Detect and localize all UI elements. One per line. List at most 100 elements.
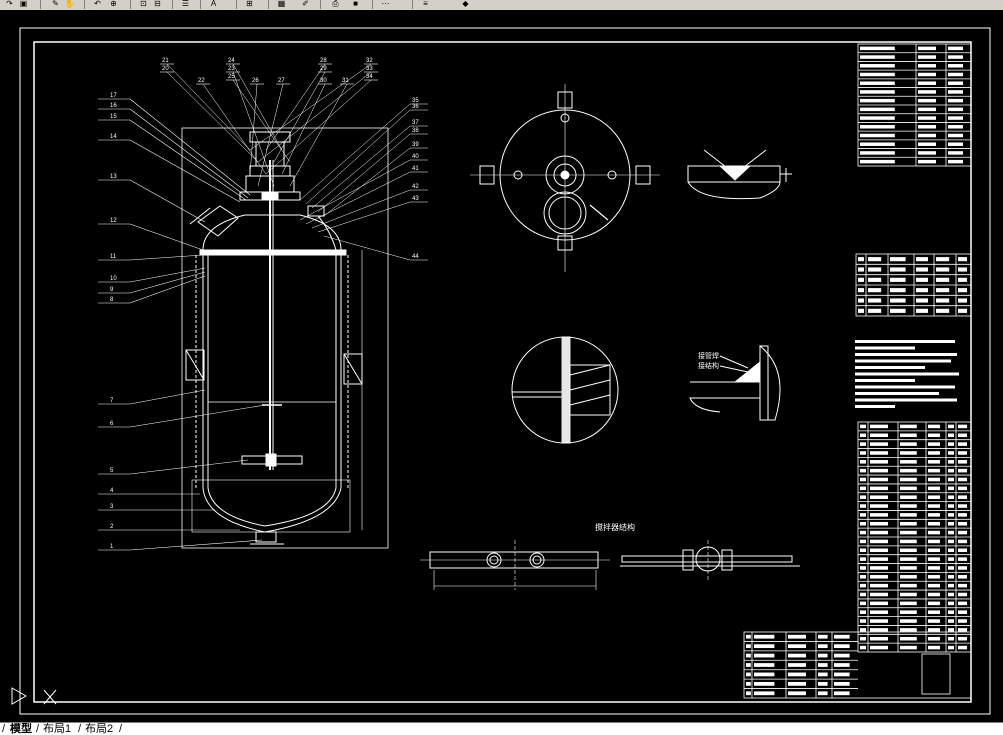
weld-detail-view [687,149,792,200]
toolbar-separator [268,0,269,9]
lineweight-icon[interactable]: ≡ [423,0,428,8]
text-style-icon[interactable]: A [210,0,217,8]
layout-tabs: / 模型 / 布局1 / 布局2 / [0,722,1003,735]
requirement-line [855,405,895,408]
nozzle-weld-detail-view [689,344,781,421]
parts-list-table [857,421,972,653]
leader-label-left: 6 [110,421,114,427]
leader-label-top: 26 [252,78,259,84]
table-icon[interactable]: ▦ [277,0,286,8]
multileader-icon[interactable]: ✐ [302,0,309,8]
style-icon[interactable]: ◆ [462,0,469,8]
requirement-line [855,340,955,343]
leader-label-left: 9 [110,287,114,293]
vessel-elevation-view [181,127,389,549]
tab-separator: / [78,723,82,735]
zoom-window-icon[interactable]: ⊡ [140,0,147,8]
ucs-icon [11,687,57,705]
top-leader-labels: 21 20 22 23 24 25 26 27 28 29 30 31 32 33 34 [160,58,378,187]
pan-icon[interactable]: ✋ [64,0,75,8]
toolbar-separator [172,0,173,9]
drawing-frame [33,41,972,703]
undo-icon[interactable]: ↶ [94,0,101,8]
match-icon[interactable]: ✎ [52,0,59,8]
leader-label-left: 17 [110,93,117,99]
leader-label-right: 44 [412,254,419,260]
title-block [743,631,972,699]
toolbar-separator [40,0,41,9]
requirement-line [855,398,957,402]
toolbar-separator [130,0,131,9]
dimension-style-icon[interactable]: ⊞ [246,0,253,8]
requirement-line [855,366,925,369]
tab-model[interactable]: 模型 [10,723,32,735]
leader-label-right: 39 [412,142,419,148]
leader-label-left: 16 [110,103,117,109]
leader-label-top: 34 [366,74,373,80]
color-icon[interactable]: ■ [353,0,358,8]
leader-label-top: 25 [228,74,235,80]
leader-label-right: 41 [412,166,419,172]
agitator-plan-view [420,540,610,590]
agitator-side-view [620,540,800,580]
toolbar-separator [200,0,201,9]
requirement-line [855,372,959,376]
leader-label-right: 37 [412,120,419,126]
leader-label-top: 20 [162,66,169,72]
leader-label-left: 12 [110,218,117,224]
weld-note-1: 接管焊 [698,351,719,360]
leader-label-right: 36 [412,104,419,110]
leader-label-left: 5 [110,468,114,474]
leader-label-top: 23 [228,66,235,72]
linetype-icon[interactable]: ⋯ [381,0,390,8]
leader-label-left: 11 [110,254,117,260]
requirement-line [855,392,939,395]
leader-label-left: 1 [110,544,114,550]
tab-layout2[interactable]: 布局2 [85,723,114,735]
leader-label-top: 27 [278,78,285,84]
leader-label-left: 4 [110,488,114,494]
leader-label-left: 8 [110,297,114,303]
tab-separator: / [2,723,6,735]
leader-label-right: 38 [412,128,419,134]
requirement-line [855,353,957,356]
requirement-line [855,379,915,382]
leader-label-left: 7 [110,398,114,404]
leader-label-top: 22 [198,78,205,84]
properties-icon[interactable]: ▣ [19,0,28,8]
leader-label-top: 31 [342,78,349,84]
leader-label-top: 21 [162,58,169,64]
zoom-realtime-icon[interactable]: ⊕ [110,0,117,8]
leader-label-top: 30 [320,78,327,84]
zoom-previous-icon[interactable]: ⊟ [154,0,161,8]
toolbar-separator [372,0,373,9]
leader-label-top: 33 [366,66,373,72]
leader-label-left: 10 [110,276,117,282]
layer-icon[interactable]: ☰ [181,0,190,8]
leader-label-left: 3 [110,504,114,510]
leader-label-left: 15 [110,114,117,120]
tab-layout1[interactable]: 布局1 [43,723,72,735]
tab-separator: / [36,723,40,735]
technical-requirements-text [855,340,959,408]
tab-separator: / [119,723,123,735]
leader-label-top: 24 [228,58,235,64]
leader-label-top: 32 [366,58,373,64]
leader-label-top: 28 [320,58,327,64]
redo-icon[interactable]: ↷ [6,0,13,8]
plot-icon[interactable]: ⎙ [332,0,339,8]
toolbar-separator [84,0,85,9]
requirement-line [855,359,951,363]
leader-label-top: 29 [320,66,327,72]
toolbar-separator [236,0,237,9]
leader-label-left: 14 [110,134,117,140]
leader-label-right: 43 [412,196,419,202]
requirement-line [855,385,955,389]
leader-label-left: 2 [110,524,114,530]
flange-detail-view [511,336,619,444]
toolbar-separator [320,0,321,9]
weld-note-2: 接结构 [698,361,719,370]
